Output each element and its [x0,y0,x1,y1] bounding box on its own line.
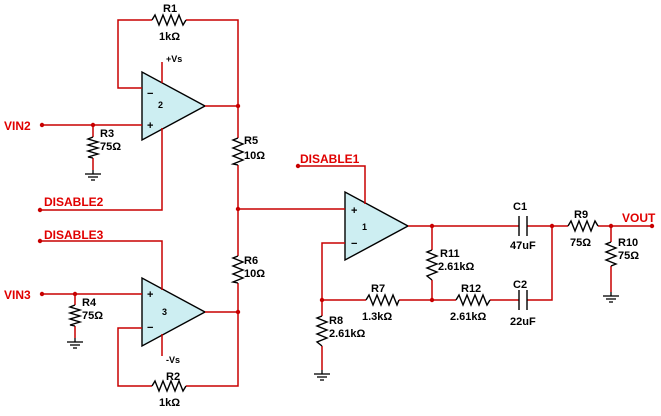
r12-name: R12 [461,283,481,295]
resistors [67,13,618,393]
ground-icon [67,338,83,349]
junction-dot [235,206,241,212]
resistor-r6 [230,255,245,284]
grounds [67,170,619,381]
junction-dot [235,103,241,109]
r1-value: 1kΩ [159,31,180,43]
c1-value: 47uF [510,240,536,252]
r3-value: 75Ω [100,141,121,153]
r6-value: 10Ω [244,268,265,280]
port-vout: VOUT [622,211,656,225]
junction-dot [549,223,555,229]
r8-name: R8 [329,315,343,327]
opamp-u1: + − 1 [344,190,410,262]
vout-terminal [649,223,655,229]
disable1-terminal [295,163,301,169]
disable3-terminal [37,238,43,244]
r12-value: 2.61kΩ [450,311,487,323]
junctions [37,103,655,315]
r5-value: 10Ω [244,150,265,162]
junction-dot [235,309,241,315]
resistor-r1 [151,13,187,27]
opamp-u1-minus: − [351,238,357,250]
resistor-r5 [230,137,245,166]
junction-dot [90,122,96,128]
junction-dot [319,297,325,303]
r11-value: 2.61kΩ [438,261,475,273]
r10-value: 75Ω [618,250,639,262]
r9-value: 75Ω [570,237,591,249]
r11-name: R11 [440,248,460,260]
opamp-u3: + − 3 [141,276,207,348]
r8-value: 2.61kΩ [329,328,366,340]
port-disable3: DISABLE3 [44,228,104,242]
capacitor-c1 [518,216,528,236]
capacitor-c2 [518,290,528,310]
port-disable1: DISABLE1 [300,152,360,166]
ground-icon [314,370,330,381]
port-disable2: DISABLE2 [44,195,104,209]
resistor-r4 [67,304,83,327]
port-vin3: VIN3 [4,288,31,302]
r6-name: R6 [244,255,258,267]
c2-value: 22uF [510,316,536,328]
junction-dot [429,223,435,229]
r4-value: 75Ω [82,310,103,322]
opamp-u1-label: 1 [362,222,367,232]
r4-name: R4 [82,297,97,309]
component-labels: R1 1kΩ R2 1kΩ R3 75Ω R4 75Ω R5 10Ω R6 10… [82,3,639,409]
capacitors [518,216,528,310]
opamp-u2-plus: + [147,120,153,132]
c1-name: C1 [513,201,527,213]
r9-name: R9 [574,209,588,221]
junction-dot [429,297,435,303]
opamp-u3-plus: + [147,289,153,301]
r3-name: R3 [100,128,114,140]
opamp-u2-minus: − [147,88,153,100]
vin3-terminal [39,291,45,297]
junction-dot [608,223,614,229]
supply-neg-label: -Vs [166,355,180,365]
r10-name: R10 [618,237,638,249]
r2-value: 1kΩ [159,397,180,409]
resistor-r2 [151,379,187,393]
resistor-r12 [455,293,491,307]
r2-name: R2 [166,371,180,383]
r5-name: R5 [244,135,258,147]
r7-name: R7 [371,283,385,295]
opamp-u2: − + 2 [141,70,207,142]
port-vin2: VIN2 [4,119,31,133]
supply-pos-label: +Vs [166,54,182,64]
ground-icon [85,170,101,181]
disable2-terminal [37,207,43,213]
resistor-r11 [425,249,439,281]
opamp-u3-minus: − [147,322,153,334]
opamp-u3-label: 3 [162,307,167,317]
resistor-r10 [604,241,618,267]
vin2-terminal [39,122,45,128]
c2-name: C2 [513,279,527,291]
opamp-u1-plus: + [351,205,357,217]
r7-value: 1.3kΩ [362,311,392,323]
junction-dot [72,291,78,297]
ground-icon [603,292,619,303]
resistor-r3 [85,136,101,159]
opamp-u2-label: 2 [158,100,163,110]
resistor-r8 [315,315,329,347]
resistor-r9 [567,219,599,233]
resistor-r7 [365,293,400,307]
r1-name: R1 [163,3,177,15]
wires [42,19,650,387]
